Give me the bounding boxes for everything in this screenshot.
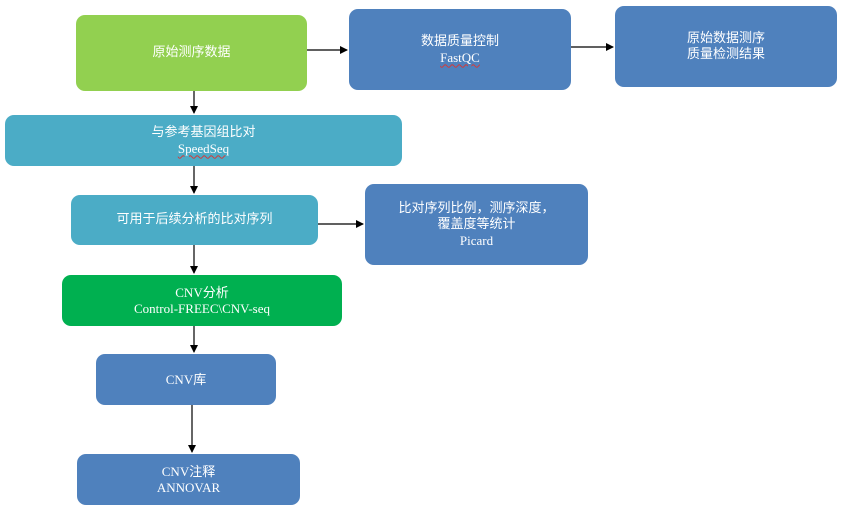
qc-result-label-2: 质量检测结果	[686, 46, 765, 62]
usable-reads-label: 可用于后续分析的比对序列	[116, 212, 273, 227]
qc-result-node: 原始数据测序 质量检测结果	[615, 6, 837, 87]
raw-data-node: 原始测序数据	[76, 15, 307, 91]
raw-data-label: 原始测序数据	[152, 45, 231, 60]
align-node: 与参考基因组比对 SpeedSeq	[5, 115, 402, 166]
cnv-annotation-label: CNV注释	[161, 463, 216, 479]
qc-result-label-1: 原始数据测序	[686, 30, 765, 46]
stats-node: 比对序列比例，测序深度， 覆盖度等统计 Picard	[365, 184, 588, 265]
cnv-analysis-label: CNV分析	[175, 284, 229, 300]
align-label: 与参考基因组比对	[151, 124, 256, 140]
cnv-db-label: CNV库	[165, 371, 207, 387]
stats-tool-label: Picard	[459, 232, 494, 248]
cnv-analysis-node: CNV分析 Control-FREEC\CNV-seq	[62, 275, 342, 326]
qc-node: 数据质量控制 FastQC	[349, 9, 571, 90]
qc-tool-label: FastQC	[440, 49, 480, 65]
cnv-analysis-tool-label: Control-FREEC\CNV-seq	[133, 300, 271, 316]
stats-label-1: 比对序列比例，测序深度，	[398, 200, 555, 216]
cnv-annotation-tool-label: ANNOVAR	[156, 479, 221, 495]
align-tool-label: SpeedSeq	[177, 140, 230, 156]
qc-label: 数据质量控制	[420, 33, 499, 49]
cnv-db-node: CNV库	[96, 354, 276, 405]
stats-label-2: 覆盖度等统计	[437, 216, 516, 232]
cnv-annotation-node: CNV注释 ANNOVAR	[77, 454, 300, 505]
usable-reads-node: 可用于后续分析的比对序列	[71, 195, 318, 245]
